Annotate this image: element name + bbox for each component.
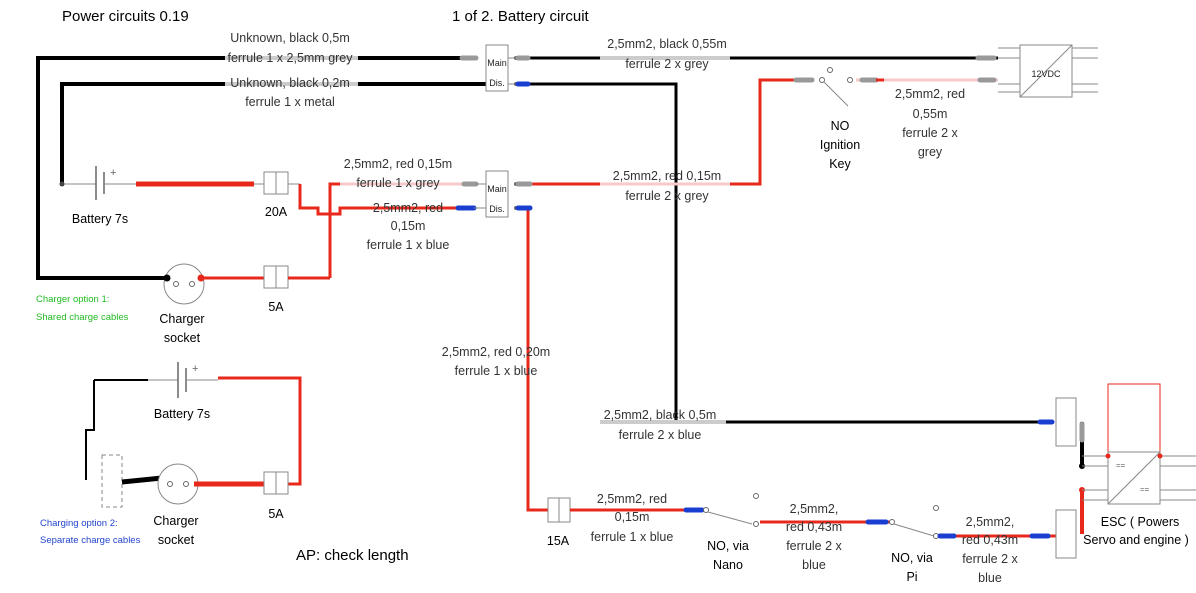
svg-text:==: ==	[1140, 485, 1150, 494]
wire-label: red 0,43m	[962, 533, 1018, 547]
wire-label: blue	[802, 558, 826, 572]
svg-text:Dis.: Dis.	[489, 78, 505, 88]
fuse-5a-2	[263, 471, 289, 495]
battery-1: +	[59, 166, 136, 200]
charger-2-label: Charger	[153, 514, 198, 528]
nano-label: Nano	[713, 558, 743, 572]
main-disconnect-top: Main Dis.	[485, 44, 516, 92]
wire-option2-thick	[121, 475, 163, 485]
pi-label: Pi	[906, 570, 917, 584]
svg-text:+: +	[192, 363, 198, 375]
fuse-5a-1-label: 5A	[268, 300, 284, 314]
wire-label: ferrule 2 x	[902, 126, 958, 140]
fuse-15a-label: 15A	[547, 534, 570, 548]
pi-label: NO, via	[891, 551, 933, 565]
charging-option-2: Separate charge cables	[40, 535, 141, 546]
main-disconnect-mid: Main Dis.	[485, 170, 509, 218]
wire-label: blue	[978, 571, 1002, 585]
nano-label: NO, via	[707, 539, 749, 553]
wire-label: ferrule 1 x blue	[591, 530, 674, 544]
black-wire-inner	[60, 82, 490, 186]
charger-option-1: Charger option 1:	[36, 294, 109, 305]
wire-label: 0,55m	[913, 107, 948, 121]
wire-label: Unknown, black 0,5m	[230, 31, 350, 45]
svg-text:+: +	[110, 167, 116, 179]
svg-text:12VDC: 12VDC	[1031, 69, 1061, 79]
esc-connector-top	[1055, 397, 1085, 469]
diagram-subtitle: 1 of 2. Battery circuit	[452, 8, 590, 25]
wire-w8	[516, 206, 548, 512]
wire-label: 2,5mm2, red 0,15m	[613, 169, 721, 183]
battery-1-label: Battery 7s	[72, 212, 128, 226]
nano-switch	[703, 493, 759, 527]
wire-label: Unknown, black 0,2m	[230, 76, 350, 90]
wire-label: ferrule 2 x	[962, 552, 1018, 566]
battery-2: +	[148, 362, 218, 398]
esc-label: ESC ( Powers	[1101, 515, 1180, 529]
wire-label: ferrule 2 x grey	[625, 189, 709, 203]
wire-label: 2,5mm2,	[790, 502, 839, 516]
wire-label: ferrule 1 x 2,5mm grey	[227, 51, 353, 65]
fuse-5a-2-label: 5A	[268, 507, 284, 521]
wire-red-5a	[328, 182, 340, 278]
wire-label: ferrule 1 x blue	[455, 364, 538, 378]
charger-option-1: Shared charge cables	[36, 312, 129, 323]
black-wire-outer	[36, 56, 468, 280]
ignition-switch	[819, 67, 853, 107]
wire-label: ferrule 2 x blue	[619, 428, 702, 442]
wire-label: ferrule 1 x grey	[356, 176, 440, 190]
wire-label: ferrule 1 x metal	[245, 95, 335, 109]
converter-12vdc: 12VDC	[998, 44, 1098, 98]
charger-2-label: socket	[158, 533, 195, 547]
wire-label: 2,5mm2, red	[597, 492, 667, 506]
charger-socket-2	[157, 463, 199, 505]
wire-label: 2,5mm2, black 0,5m	[604, 408, 717, 422]
ignition-label: Ignition	[820, 138, 860, 152]
fuse-20a	[254, 171, 300, 195]
wire-red-junction	[298, 184, 460, 216]
pi-switch	[889, 505, 939, 539]
wire-label: red 0,43m	[786, 520, 842, 534]
charger-socket-1	[163, 263, 205, 305]
svg-text:Main: Main	[487, 184, 507, 194]
wire-label: 2,5mm2, red	[895, 87, 965, 101]
ap-note: AP: check length	[296, 547, 409, 564]
fuse-20a-label: 20A	[265, 205, 288, 219]
wire-label: grey	[918, 145, 943, 159]
fuse-5a-1	[263, 265, 289, 289]
wire-label: 0,15m	[615, 510, 650, 524]
disconnect-placeholder	[101, 454, 123, 508]
wire-label: ferrule 2 x	[786, 539, 842, 553]
ignition-label: Key	[829, 157, 851, 171]
esc-connector-bottom	[1055, 487, 1085, 559]
esc-unit: == ==	[1082, 383, 1196, 505]
ignition-label: NO	[831, 119, 850, 133]
wire-label: 2,5mm2,	[966, 515, 1015, 529]
wire-label: 2,5mm2, red 0,15m	[344, 157, 452, 171]
charger-1-label: socket	[164, 331, 201, 345]
wire-label: ferrule 2 x grey	[625, 57, 709, 71]
wire-black-to-esc	[515, 81, 1055, 425]
wire-label: 0,15m	[391, 219, 426, 233]
battery-2-label: Battery 7s	[154, 407, 210, 421]
charging-option-2: Charging option 2:	[40, 518, 118, 529]
wire-label: 2,5mm2, red 0,20m	[442, 345, 550, 359]
wire-label: 2,5mm2, red	[373, 201, 443, 215]
esc-label: Servo and engine )	[1083, 533, 1189, 547]
wire-option2-black	[85, 380, 95, 480]
svg-text:Main: Main	[487, 58, 507, 68]
charger-1-label: Charger	[159, 312, 204, 326]
wire-label: ferrule 1 x blue	[367, 238, 450, 252]
diagram-title: Power circuits 0.19	[62, 8, 189, 25]
wire-option2-red	[218, 376, 302, 486]
fuse-15a	[547, 497, 571, 523]
wire-label: 2,5mm2, black 0,55m	[607, 37, 727, 51]
svg-text:Dis.: Dis.	[489, 204, 505, 214]
svg-text:==: ==	[1116, 461, 1126, 470]
